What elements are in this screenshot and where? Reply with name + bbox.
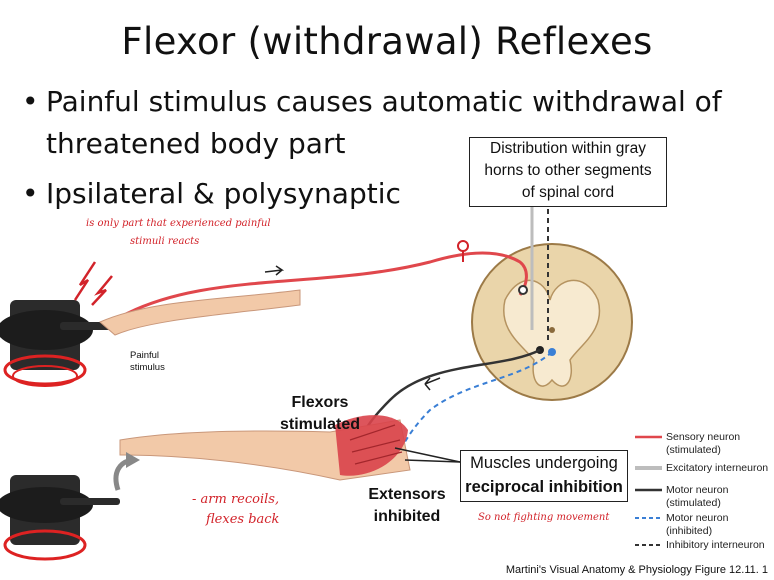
label-line: Extensors [368, 486, 446, 503]
flexors-label: Flexors stimulated [270, 392, 370, 436]
withdrawn-arm-illustration [0, 415, 411, 561]
extensors-label: Extensors inhibited [362, 484, 452, 528]
distribution-line: Distribution within gray [490, 140, 646, 157]
painful-stimulus-label: Painful stimulus [130, 350, 165, 374]
legend-item: Inhibitory interneuron [666, 539, 765, 552]
handwritten-note-2: - arm recoils, [192, 492, 280, 507]
motor-neuron-inhibited-path [397, 351, 553, 456]
figure-credit: Martini's Visual Anatomy & Physiology Fi… [505, 564, 768, 576]
legend-label: Inhibitory interneuron [666, 539, 765, 551]
legend-sub: (stimulated) [666, 497, 721, 509]
legend-sub: (stimulated) [666, 444, 721, 456]
reciprocal-inhibition-box: Muscles undergoing reciprocal inhibition [460, 450, 628, 502]
legend-label: Motor neuron [666, 484, 729, 496]
label-line: stimulus [130, 362, 165, 373]
legend-item: Sensory neuron (stimulated) [666, 431, 740, 457]
bullet-text: threatened body part [46, 127, 346, 160]
handwritten-note-1: is only part that experienced painful [86, 218, 271, 229]
label-line: stimulated [279, 416, 360, 433]
bullet-dot-icon: • [22, 85, 39, 118]
bullet-dot-icon: • [22, 177, 39, 210]
label-line: Muscles undergoing [470, 454, 618, 472]
legend-sub: (inhibited) [666, 525, 713, 537]
legend-item: Excitatory interneuron [666, 462, 768, 475]
label-line: Flexors [291, 394, 349, 411]
bullet-text: Ipsilateral & polysynaptic [46, 177, 401, 210]
label-line: Painful [130, 350, 160, 361]
distribution-line: of spinal cord [521, 184, 615, 201]
ganglion-icon [457, 240, 469, 252]
slide-title: Flexor (withdrawal) Reflexes [121, 20, 653, 63]
distribution-note-box: Distribution within gray horns to other … [469, 137, 667, 207]
legend-label: Excitatory interneuron [666, 462, 769, 474]
handwritten-note-2b: flexes back [206, 512, 280, 527]
legend-label: Sensory neuron [666, 431, 741, 443]
legend-item: Motor neuron (inhibited) [666, 512, 728, 538]
distribution-line: horns to other segments [484, 162, 652, 179]
label-line: inhibited [373, 508, 441, 525]
legend-item: Motor neuron (stimulated) [666, 484, 728, 510]
pan-hand-illustration [0, 261, 301, 387]
sensory-neuron-path [114, 251, 528, 322]
label-line: reciprocal inhibition [465, 478, 623, 496]
handwritten-note-3: So not fighting movement [478, 512, 610, 523]
bullet-text: Painful stimulus causes automatic withdr… [46, 85, 722, 118]
legend-label: Motor neuron [666, 512, 729, 524]
handwritten-note-1b: stimuli reacts [130, 236, 200, 247]
spinal-cord-section [471, 243, 633, 401]
